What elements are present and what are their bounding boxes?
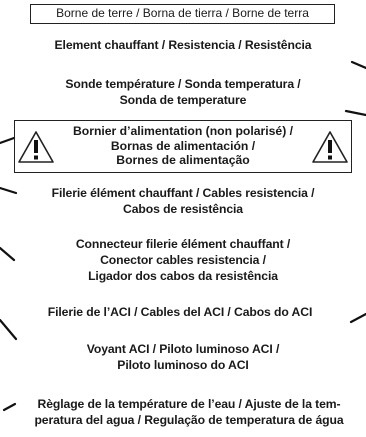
water-temperature-adjust-label-line1: Règlage de la température de l’eau / Aju… (37, 397, 341, 411)
warning-triangle-icon (312, 131, 348, 163)
power-terminal-warning-box: Bornier d’alimentation (non polarisé) / … (14, 120, 352, 173)
power-terminal-label-line3: Bornes de alimentação (116, 153, 250, 167)
temperature-sensor-label-line2: Sonda de temperature (119, 93, 247, 107)
element-wiring-label-line2: Cabos de resistência (123, 202, 243, 216)
aci-indicator-lamp-label-line2: Piloto luminoso do ACI (117, 358, 249, 372)
element-wiring-label-line1: Filerie élément chauffant / Cables resis… (51, 186, 315, 200)
element-connector-label-line3: Ligador dos cabos da resistência (88, 269, 278, 283)
element-connector-label-line1: Connecteur filerie élément chauffant / (75, 237, 291, 251)
warning-triangle-icon (18, 131, 54, 163)
element-connector-label-line2: Conector cables resistencia / (100, 253, 266, 267)
leader-line-element (350, 60, 366, 70)
aci-wiring-label: Filerie de l’ACI / Cables del ACI / Cabo… (47, 305, 313, 319)
aci-indicator-lamp-label-line1: Voyant ACI / Piloto luminoso ACI / (86, 342, 280, 356)
leader-line-sensor (344, 109, 366, 117)
ground-terminal-label: Borne de terre / Borna de tierra / Borne… (30, 4, 335, 24)
power-terminal-label-line2: Bornas de alimentación / (110, 138, 256, 153)
temperature-sensor-label-line1: Sonde température / Sonda temperatura / (65, 77, 301, 91)
leader-line-aci-wiring (349, 312, 366, 324)
heating-element-label: Element chauffant / Resistencia / Resist… (54, 38, 312, 52)
water-temperature-adjust-label-line2: peratura del agua / Regulação de tempera… (34, 413, 344, 427)
power-terminal-label-line1: Bornier d’alimentation (non polarisé) / (72, 124, 294, 138)
leader-line-terminal (0, 136, 16, 145)
leader-line-lamp (0, 318, 18, 341)
